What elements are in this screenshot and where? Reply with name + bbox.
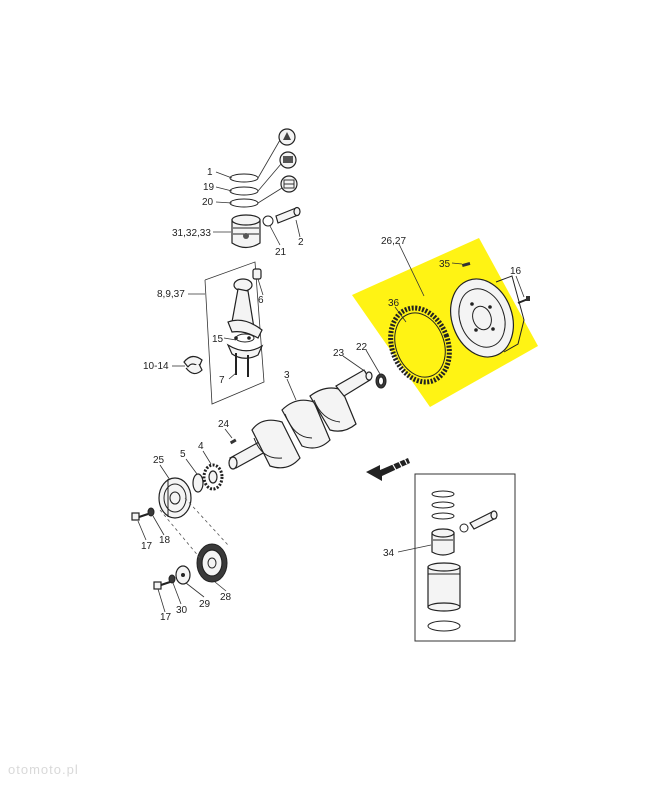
ring-gear-36 bbox=[388, 305, 452, 385]
piston-ring-1 bbox=[229, 173, 259, 183]
label-7: 7 bbox=[219, 375, 225, 386]
label-19: 19 bbox=[203, 182, 215, 193]
flywheel-26-27 bbox=[450, 275, 525, 358]
label-35: 35 bbox=[439, 259, 451, 270]
label-34: 34 bbox=[383, 548, 395, 559]
highlight-flywheel-area bbox=[352, 238, 538, 407]
piston bbox=[231, 214, 261, 249]
piston-circlip-21 bbox=[262, 215, 274, 227]
label-2: 2 bbox=[298, 237, 304, 248]
label-3: 3 bbox=[284, 370, 290, 381]
kit-circlip bbox=[459, 523, 469, 533]
label-28: 28 bbox=[220, 592, 232, 603]
washer-18 bbox=[147, 507, 155, 517]
pin-24 bbox=[229, 438, 237, 445]
small-end-bush-6 bbox=[252, 268, 262, 280]
label-30: 30 bbox=[176, 605, 188, 616]
ring-symbol-1 bbox=[278, 128, 296, 146]
bolt-17-upper bbox=[131, 512, 149, 521]
bolt-17-lower bbox=[153, 581, 171, 590]
washer-30 bbox=[168, 574, 176, 584]
crankshaft bbox=[228, 369, 371, 470]
kit-piston bbox=[431, 528, 455, 556]
label-31-32-33: 31,32,33 bbox=[172, 228, 211, 239]
kit-liner-seal bbox=[427, 620, 461, 632]
label-18: 18 bbox=[159, 535, 171, 546]
label-36: 36 bbox=[388, 298, 400, 309]
piston-ring-20 bbox=[229, 198, 259, 208]
conrod-group-box bbox=[204, 261, 265, 405]
kit-pin bbox=[469, 510, 498, 530]
kit-ring-a bbox=[431, 490, 455, 498]
watermark: otomoto.pl bbox=[8, 762, 79, 777]
label-15: 15 bbox=[212, 334, 224, 345]
label-16: 16 bbox=[510, 266, 522, 277]
label-20: 20 bbox=[202, 197, 214, 208]
label-26-27: 26,27 bbox=[381, 236, 406, 247]
dowel-35 bbox=[461, 261, 471, 267]
ring-symbol-19 bbox=[279, 151, 297, 169]
label-6: 6 bbox=[258, 295, 264, 306]
dowel-23 bbox=[365, 371, 373, 381]
ring-symbol-20 bbox=[280, 175, 298, 193]
bearing-shells bbox=[183, 355, 203, 375]
label-8-9-37: 8,9,37 bbox=[157, 289, 185, 300]
label-17-lower: 17 bbox=[160, 612, 172, 623]
label-22: 22 bbox=[356, 342, 368, 353]
piston-kit-box bbox=[414, 473, 516, 642]
spacer-5 bbox=[192, 473, 204, 493]
piston-ring-19 bbox=[229, 186, 259, 196]
kit-ring-c bbox=[431, 512, 455, 520]
bolt-16 bbox=[517, 296, 530, 304]
piston-pin-2 bbox=[275, 206, 301, 224]
gear-4 bbox=[202, 463, 224, 491]
damper-28 bbox=[196, 543, 228, 583]
label-24: 24 bbox=[218, 419, 230, 430]
label-21: 21 bbox=[275, 247, 287, 258]
arrow-left-icon bbox=[366, 457, 410, 481]
connecting-rod bbox=[226, 278, 264, 359]
label-5: 5 bbox=[180, 449, 186, 460]
hub-29 bbox=[175, 565, 191, 585]
kit-liner bbox=[427, 562, 461, 612]
label-1: 1 bbox=[207, 167, 213, 178]
pulley-25 bbox=[158, 477, 192, 519]
label-10-14: 10-14 bbox=[143, 361, 169, 372]
kit-ring-b bbox=[431, 501, 455, 509]
label-4: 4 bbox=[198, 441, 204, 452]
label-17-upper: 17 bbox=[141, 541, 153, 552]
label-29: 29 bbox=[199, 599, 211, 610]
label-23: 23 bbox=[333, 348, 345, 359]
label-25: 25 bbox=[153, 455, 165, 466]
conrod-bolts bbox=[234, 336, 251, 377]
